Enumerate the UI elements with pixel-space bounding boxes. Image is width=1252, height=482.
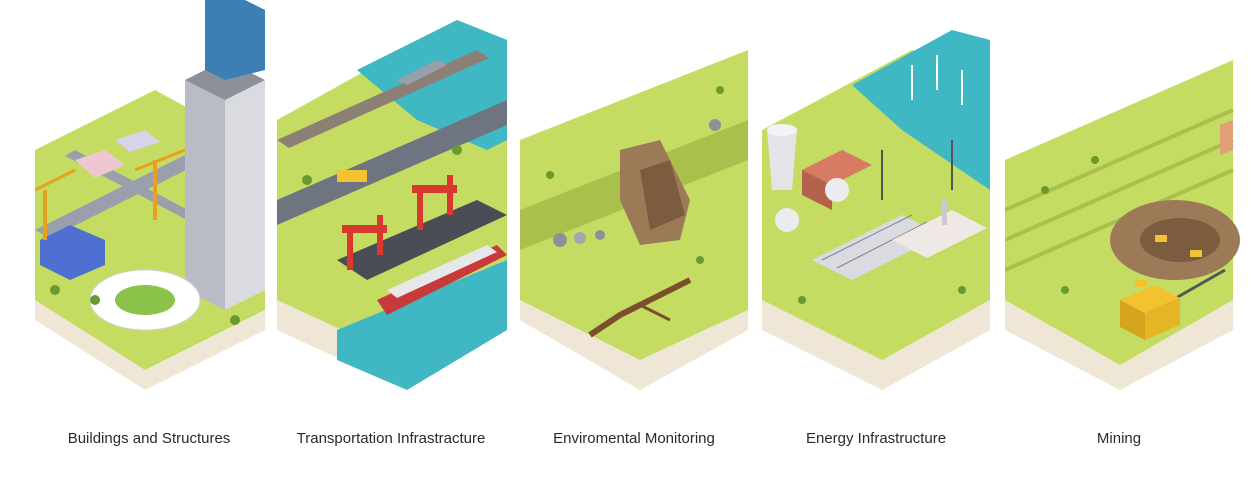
buildings-and-structures-illustration: [35, 0, 275, 400]
energy-infrastructure-illustration: [762, 0, 1002, 400]
mining-illustration: [1005, 0, 1245, 400]
environmental-monitoring-illustration: [520, 0, 760, 400]
caption-mining: Mining: [1096, 430, 1142, 447]
caption-transportation: Transportation Infrastracture: [296, 430, 486, 447]
caption-buildings: Buildings and Structures: [67, 430, 231, 447]
caption-energy: Energy Infrastructure: [805, 430, 947, 447]
caption-environment: Enviromental Monitoring: [553, 430, 715, 447]
transportation-infrastructure-illustration: [277, 0, 517, 400]
